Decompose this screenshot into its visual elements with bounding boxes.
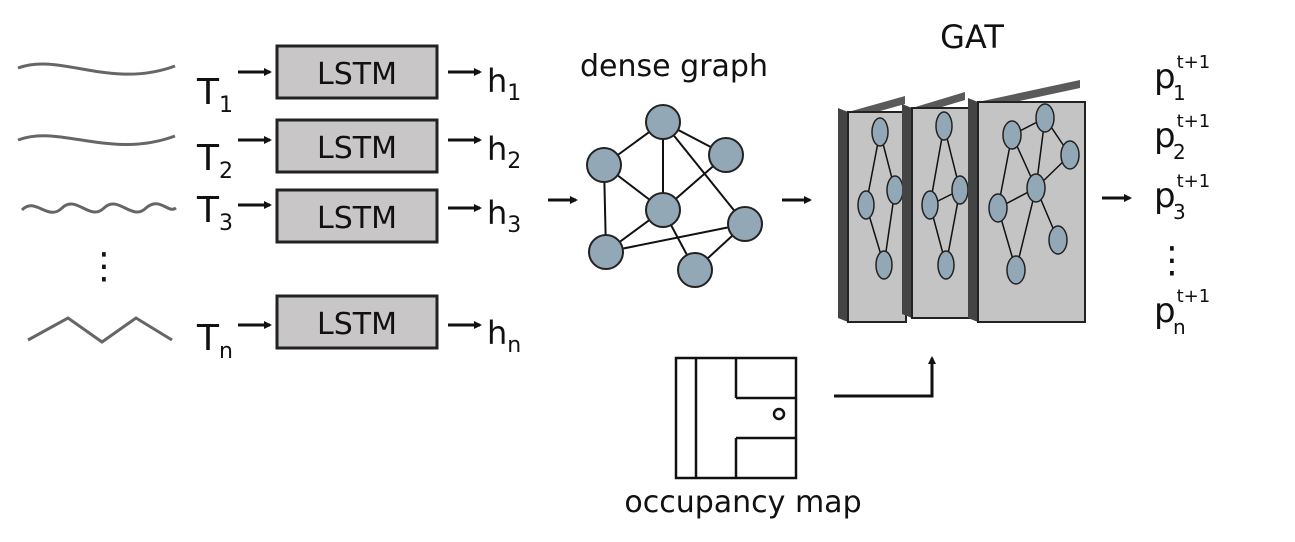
gat-node: [951, 175, 969, 205]
h-label: h2: [487, 130, 521, 174]
lstm-label: LSTM: [317, 131, 397, 166]
gat-node: [871, 117, 889, 147]
graph-node: [645, 104, 681, 140]
gat-node: [937, 250, 955, 280]
t-label: T3: [196, 190, 233, 236]
gat-node: [1035, 103, 1055, 133]
graph-node: [727, 206, 763, 242]
trajectory-curve-2: [17, 134, 176, 146]
rows-ellipsis: ⋮: [86, 246, 122, 287]
gat-node: [988, 193, 1008, 223]
gat-node: [886, 175, 904, 205]
gat-node: [1002, 120, 1022, 150]
graph-node: [586, 147, 622, 183]
gat-node: [875, 250, 893, 280]
gat-label: GAT: [940, 18, 1004, 56]
t-label: T1: [196, 72, 233, 118]
lstm-label: LSTM: [317, 201, 397, 236]
gat-node: [1026, 173, 1046, 203]
lstm-label: LSTM: [317, 57, 397, 92]
graph-node: [645, 192, 681, 228]
dense-graph-label: dense graph: [580, 49, 768, 84]
lstm-label: LSTM: [317, 307, 397, 342]
row-1: T1 LSTM h1: [196, 44, 521, 118]
trajectory-curve-3: [20, 202, 177, 214]
graph-node: [708, 137, 744, 173]
dense-graph-nodes: [586, 104, 763, 288]
gat-panel-1: [838, 96, 907, 323]
h-label: h1: [487, 62, 521, 106]
gat-node: [1048, 225, 1068, 255]
outputs-ellipsis: ⋮: [1154, 240, 1190, 281]
gat-panel-3: [968, 80, 1086, 323]
h-label: hn: [487, 314, 521, 358]
gat-node: [935, 111, 953, 141]
graph-node: [588, 234, 624, 270]
row-n: Tn LSTM hn: [196, 294, 521, 364]
occupancy-map-label: occupancy map: [624, 485, 861, 520]
map-to-gat-arrow: [834, 356, 936, 398]
trajectory-curve-1: [17, 62, 176, 76]
gat-node: [921, 190, 939, 220]
row-3: T3 LSTM h3: [196, 188, 521, 244]
t-label: Tn: [196, 318, 233, 364]
h-label: h3: [487, 194, 521, 238]
trajectory-curve-n: [27, 316, 173, 344]
lstm-box: [275, 294, 439, 350]
lstm-box: [275, 118, 439, 174]
gat-panel-2: [902, 92, 973, 319]
row-2: T2 LSTM h2: [196, 118, 521, 184]
t-label: T2: [196, 138, 233, 184]
lstm-box: [275, 188, 439, 244]
occupancy-map: [674, 356, 798, 480]
graph-node: [677, 252, 713, 288]
gat-node: [1006, 255, 1026, 285]
lstm-box: [275, 44, 439, 100]
gat-node: [857, 190, 875, 220]
gat-node: [1060, 140, 1080, 170]
